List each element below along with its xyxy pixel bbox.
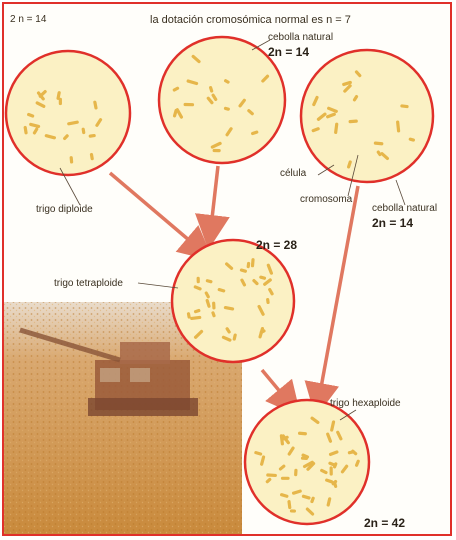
chromosome-mark: [213, 149, 221, 152]
wheat-diploid-label: trigo diploide: [36, 204, 93, 215]
wheat-hexaploid-count: 2n = 42: [364, 516, 405, 530]
arrow-grass-b-to-hexaploid: [318, 186, 358, 404]
chromosome-mark: [330, 466, 333, 475]
arrow-tetraploid-to-hexaploid: [262, 370, 292, 406]
chromosome-mark: [266, 473, 277, 477]
cell-wheat-diploid: [6, 51, 130, 175]
wheat-tetraploid-count: 2n = 28: [256, 238, 297, 252]
wild-grass-b-label: cebolla natural: [372, 203, 437, 214]
chromosome-mark: [290, 509, 296, 512]
wild-grass-a-label: cebolla natural: [268, 32, 333, 43]
cell-label: célula: [280, 168, 306, 179]
cell-wheat-tetraploid: [172, 240, 294, 362]
wheat-tetraploid-label: trigo tetraploide: [54, 278, 123, 289]
chromosome-mark: [294, 469, 298, 477]
chromosome-mark: [197, 277, 200, 284]
chromosome-label: cromosoma: [300, 194, 352, 205]
wheat-hexaploid-label: trigo hexaploide: [330, 398, 401, 409]
cell-wild-grass-a: [159, 37, 285, 163]
arrow-diploid-to-tetraploid: [110, 173, 203, 252]
chromosome-mark: [281, 477, 290, 480]
diagram-title: la dotación cromosómica normal es n = 7: [150, 14, 351, 26]
cell-wheat-hexaploid: [245, 400, 369, 524]
wild-grass-b-count: 2n = 14: [372, 216, 413, 230]
cell-wild-grass-b: [301, 50, 433, 182]
left-note: 2 n = 14: [10, 14, 46, 25]
chromosome-mark: [212, 302, 216, 310]
arrow-grass-a-to-tetraploid: [210, 166, 218, 236]
chromosome-mark: [184, 103, 195, 106]
wild-grass-a-count: 2n = 14: [268, 45, 309, 59]
